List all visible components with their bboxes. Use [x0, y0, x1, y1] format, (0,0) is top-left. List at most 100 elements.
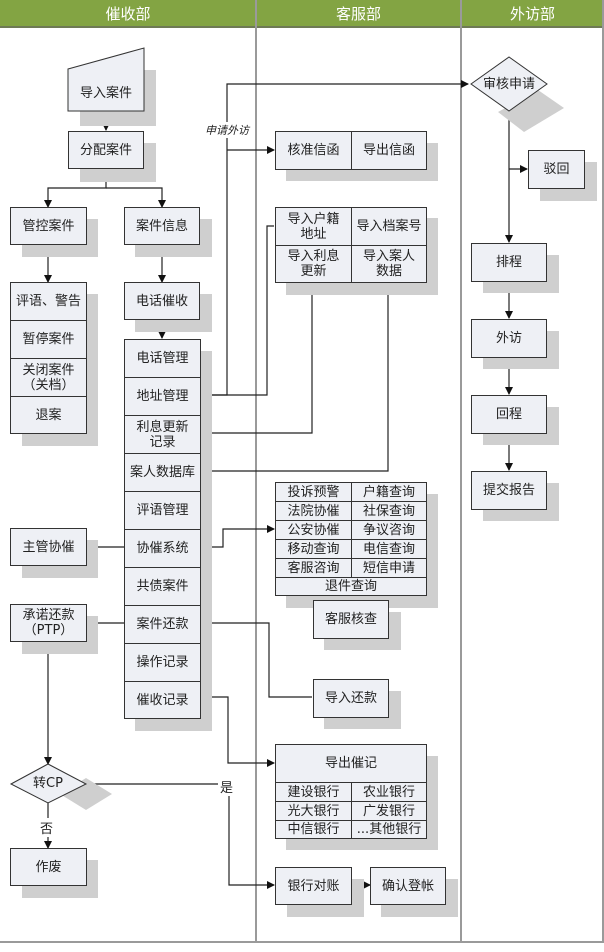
lane-header-service: 客服部 — [256, 0, 461, 28]
conn-assign-caseinfo — [106, 187, 166, 208]
control-cases-node: 管控案件 — [10, 207, 87, 245]
to-cp-label: 转CP — [33, 775, 63, 791]
to-cp-node: 转CP — [16, 772, 80, 794]
import-payment-node: 导入还款 — [313, 679, 389, 718]
reject-label: 驳回 — [543, 162, 570, 177]
query-label: 投诉预警 — [287, 484, 340, 500]
import-case-person-data: 导入案人 数据 — [351, 245, 427, 283]
conn-caseperson — [202, 283, 389, 475]
phone-collection-label: 电话催收 — [135, 293, 188, 309]
return-label: 回程 — [495, 407, 522, 422]
export-notes-label: 导出催记 — [324, 756, 377, 771]
field-visit-node: 外访 — [471, 319, 547, 358]
assign-cases-label: 分配案件 — [79, 142, 132, 158]
query-household: 户籍查询 — [351, 482, 427, 502]
func-label: 电话管理 — [136, 351, 189, 366]
letters-group: 核准信函 导出信函 — [275, 131, 427, 170]
func-label: 案人数据库 — [129, 465, 195, 480]
func-label: 案件还款 — [136, 617, 189, 632]
func-shared-debt: 共债案件 — [124, 567, 201, 606]
import-payment-label: 导入还款 — [324, 691, 377, 706]
export-letter-node: 导出信函 — [351, 131, 427, 170]
bank-ceb: 光大银行 — [275, 801, 352, 821]
query-label: 户籍查询 — [362, 484, 415, 500]
func-case-person-db: 案人数据库 — [124, 453, 201, 492]
query-social-security: 社保查询 — [351, 501, 427, 521]
confirm-entry-node: 确认登帐 — [370, 867, 446, 905]
bank-ccb: 建设银行 — [275, 782, 352, 802]
stack-item-label: 暂停案件 — [22, 332, 75, 347]
case-info-label: 案件信息 — [135, 218, 188, 234]
query-dispute: 争议咨询 — [351, 520, 427, 540]
func-operation-log: 操作记录 — [124, 643, 201, 682]
stack-item-comment-warning: 评语、警告 — [10, 282, 87, 321]
query-label: 争议咨询 — [362, 522, 415, 538]
confirm-entry-label: 确认登帐 — [381, 878, 434, 894]
conn-interest — [202, 283, 313, 437]
stack-item-close-case: 关闭案件 （关档） — [10, 358, 87, 397]
func-assist-system: 协催系统 — [124, 529, 201, 568]
import-cases-label: 导入案件 — [79, 86, 132, 101]
import-label: 导入案人 数据 — [362, 249, 415, 279]
func-comment-management: 评语管理 — [124, 491, 201, 530]
promise-payment-label: 承诺还款 （PTP） — [22, 608, 75, 638]
lane-divider — [460, 0, 462, 942]
query-label: 移动查询 — [287, 541, 340, 557]
void-node: 作废 — [10, 848, 87, 886]
bank-others: ...其他银行 — [351, 820, 427, 839]
service-check-node: 客服核查 — [313, 600, 389, 639]
func-label: 催收记录 — [136, 692, 189, 708]
import-cases-shape — [67, 47, 145, 112]
query-label: 客服咨询 — [287, 560, 340, 576]
func-phone-management: 电话管理 — [124, 339, 201, 378]
func-collection-log: 催收记录 — [124, 681, 201, 719]
review-apply-node: 审核申请 — [476, 74, 542, 94]
assign-cases-node: 分配案件 — [68, 131, 144, 169]
stack-item-label: 退案 — [35, 407, 62, 423]
query-mobile: 移动查询 — [275, 539, 352, 559]
schedule-label: 排程 — [495, 255, 522, 270]
query-label: 退件查询 — [324, 579, 377, 594]
query-sms-apply: 短信申请 — [351, 558, 427, 578]
bank-label: 中信银行 — [287, 822, 340, 837]
query-label: 电信查询 — [362, 541, 415, 557]
schedule-node: 排程 — [471, 243, 547, 282]
import-cases-node: 导入案件 — [68, 70, 144, 111]
query-label: 公安协催 — [287, 522, 340, 538]
phone-collection-node: 电话催收 — [124, 282, 200, 320]
bank-citic: 中信银行 — [275, 820, 352, 839]
bank-label: 农业银行 — [362, 784, 415, 800]
supervisor-assist-node: 主管协催 — [10, 528, 87, 566]
func-label: 共债案件 — [136, 579, 189, 594]
control-actions-stack: 评语、警告 暂停案件 关闭案件 （关档） 退案 — [10, 282, 87, 434]
query-complaint-warning: 投诉预警 — [275, 482, 352, 502]
bank-label: 广发银行 — [362, 803, 415, 819]
approve-letter-label: 核准信函 — [287, 143, 340, 158]
apply-visit-label: 申请外访 — [205, 122, 249, 138]
query-telecom: 电信查询 — [351, 539, 427, 559]
review-apply-label: 审核申请 — [482, 76, 535, 92]
reject-node: 驳回 — [528, 150, 585, 189]
lane-header-visit: 外访部 — [461, 0, 604, 28]
service-check-label: 客服核查 — [324, 612, 377, 627]
conn-household-address — [202, 225, 274, 399]
bank-label: 光大银行 — [287, 803, 340, 819]
func-label: 评语管理 — [136, 503, 189, 518]
submit-report-node: 提交报告 — [471, 471, 547, 510]
supervisor-assist-label: 主管协催 — [22, 539, 75, 555]
conn-notes-export — [203, 696, 275, 767]
export-letter-label: 导出信函 — [362, 143, 415, 158]
queries-group: 投诉预警 户籍查询 法院协催 社保查询 公安协催 争议咨询 移动查询 电信查询 … — [275, 482, 427, 596]
bank-label: 建设银行 — [287, 784, 340, 800]
query-service-consult: 客服咨询 — [275, 558, 352, 578]
control-cases-label: 管控案件 — [22, 218, 75, 234]
query-court-assist: 法院协催 — [275, 501, 352, 521]
import-label: 导入户籍 地址 — [287, 211, 340, 242]
func-interest-update: 利息更新 记录 — [124, 415, 201, 454]
func-label: 协催系统 — [136, 541, 189, 556]
submit-report-label: 提交报告 — [482, 483, 535, 498]
query-label: 社保查询 — [362, 503, 415, 519]
stack-item-return-case: 退案 — [10, 396, 87, 434]
approve-letter-node: 核准信函 — [275, 131, 352, 170]
